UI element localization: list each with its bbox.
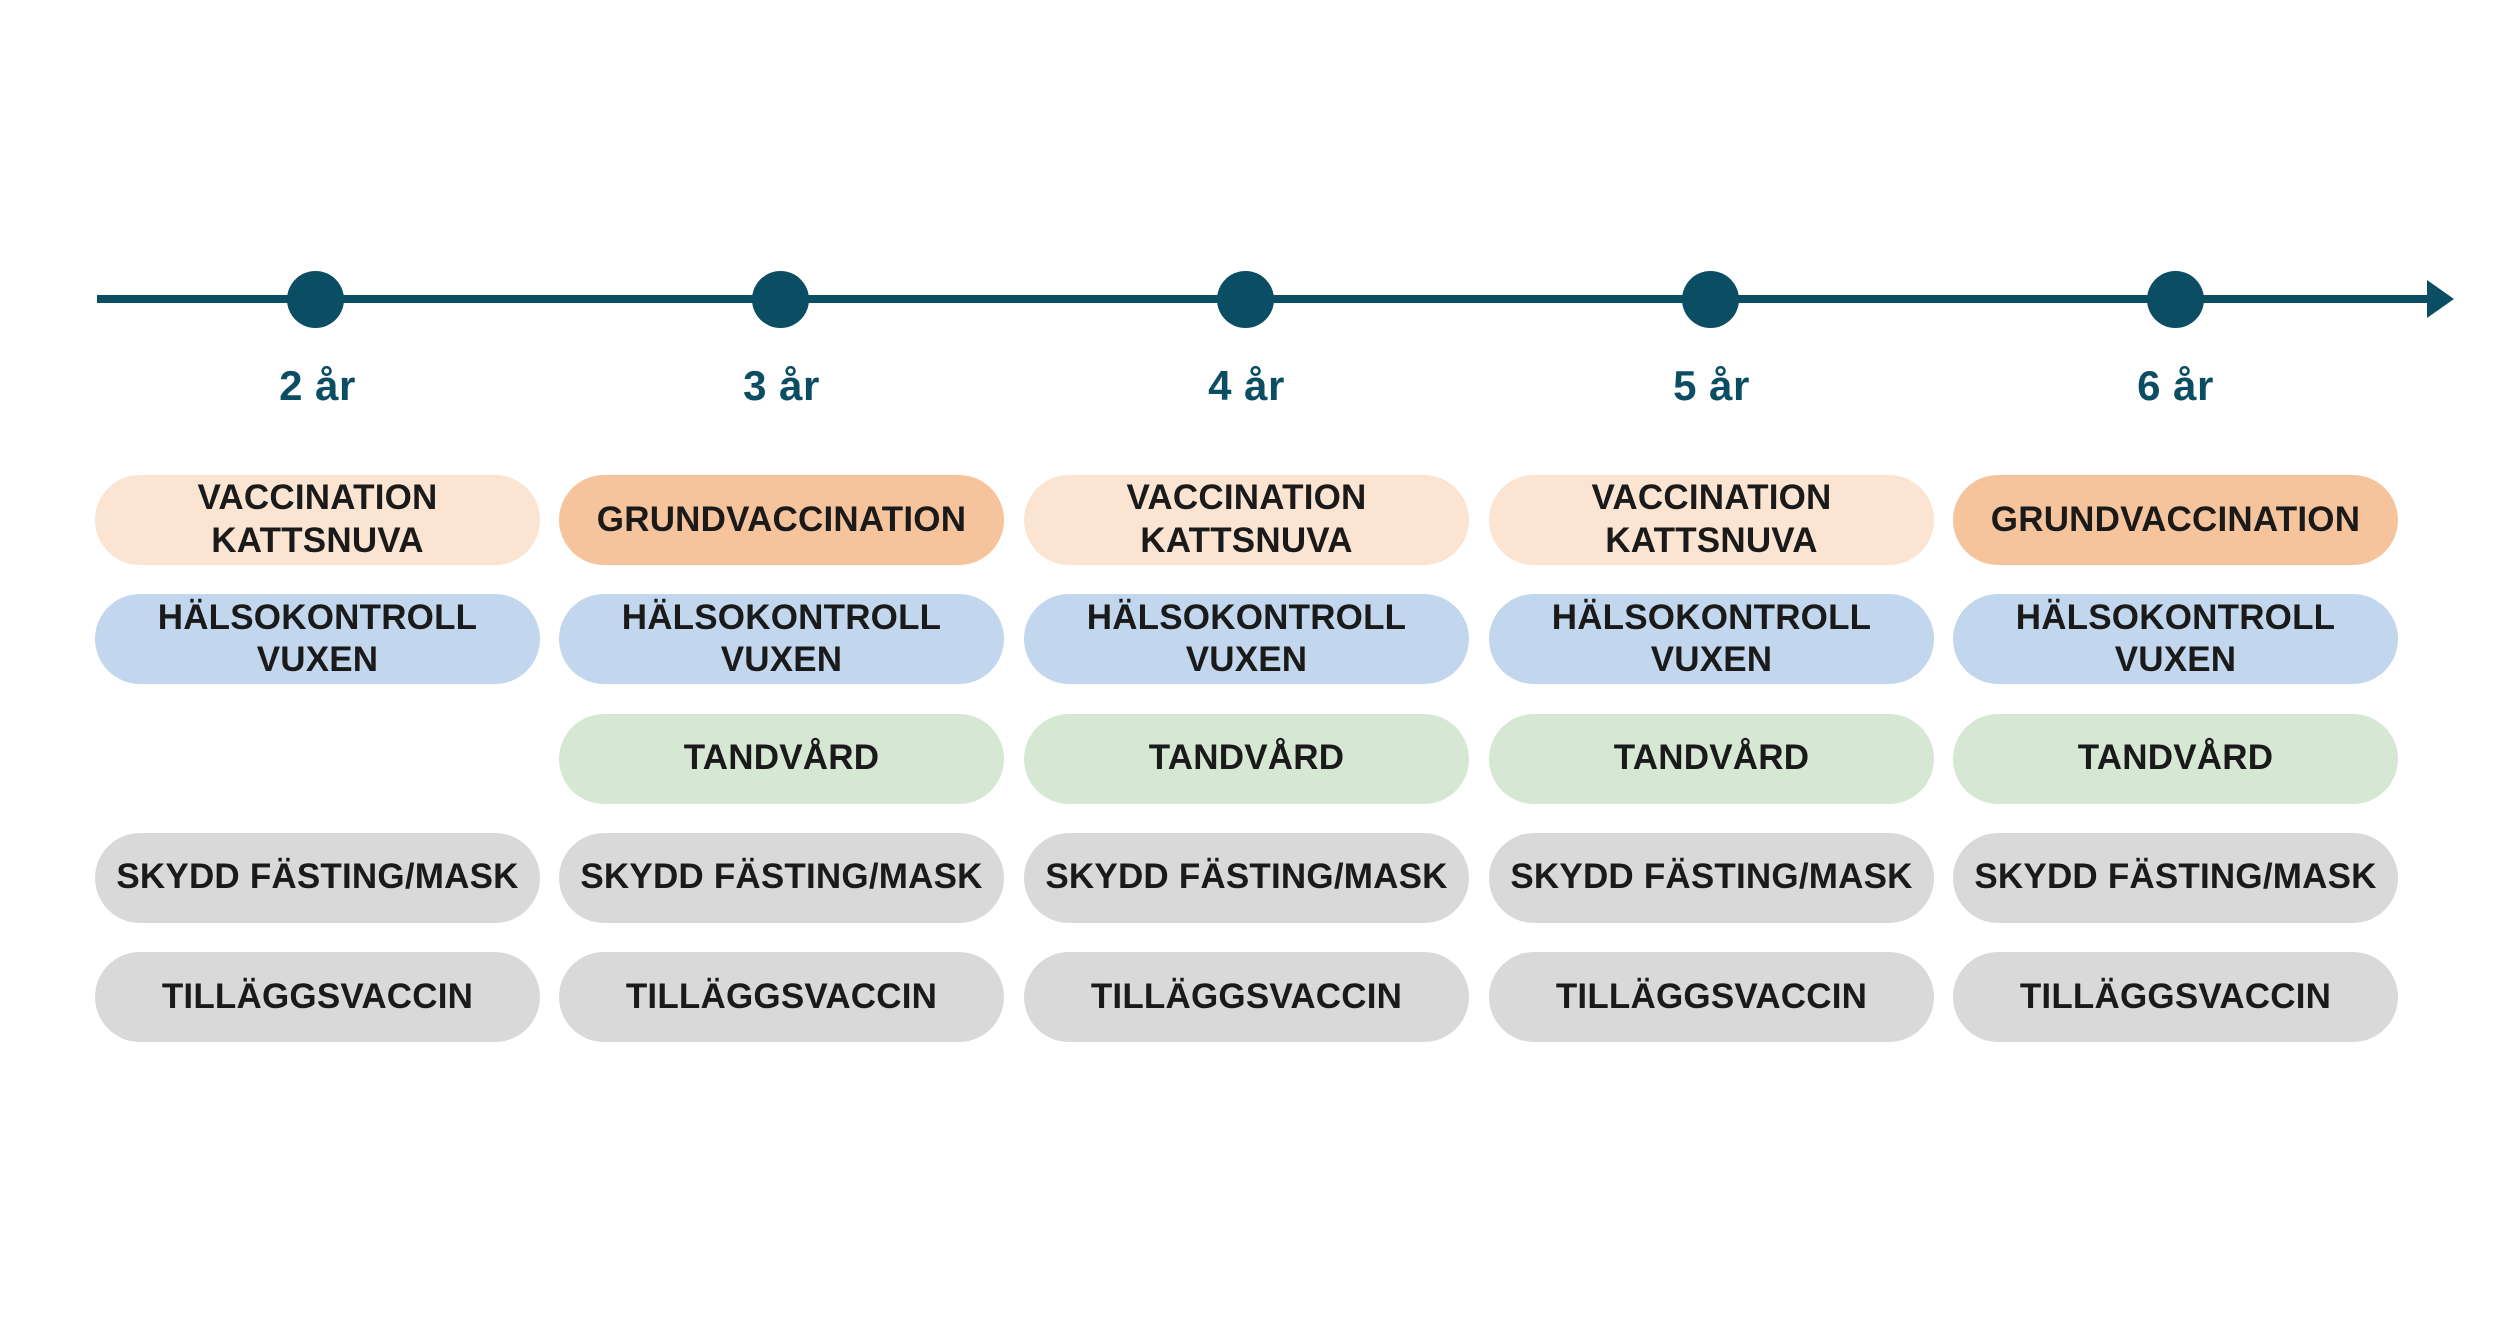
pill-tillaggsvaccin: TILLÄGGSVACCIN: [1489, 952, 1934, 1042]
year-column-2ar: VACCINATION KATTSNUVA HÄLSOKONTROLL VUXE…: [95, 475, 540, 1042]
year-label-2ar: 2 år: [279, 362, 356, 409]
pill-tillaggsvaccin: TILLÄGGSVACCIN: [1953, 952, 2398, 1042]
pill-vaccination-kattsnuva: VACCINATION KATTSNUVA: [1024, 475, 1469, 565]
pill-halsokontroll-vuxen: HÄLSOKONTROLL VUXEN: [559, 594, 1004, 685]
timeline-dot-4ar: [1217, 271, 1274, 328]
pill-vaccination-kattsnuva: VACCINATION KATTSNUVA: [95, 475, 540, 565]
year-column-5ar: VACCINATION KATTSNUVA HÄLSOKONTROLL VUXE…: [1489, 475, 1934, 1042]
pill-halsokontroll-vuxen: HÄLSOKONTROLL VUXEN: [1953, 594, 2398, 685]
year-label-5ar: 5 år: [1673, 362, 1750, 409]
pill-tandvard: TANDVÅRD: [1489, 713, 1934, 804]
timeline-dot-3ar: [752, 271, 809, 328]
year-label-4ar: 4 år: [1208, 362, 1285, 409]
timeline-dot-5ar: [1682, 271, 1739, 328]
pill-tandvard: TANDVÅRD: [1953, 713, 2398, 804]
year-label-6ar: 6 år: [2137, 362, 2214, 409]
pill-tillaggsvaccin: TILLÄGGSVACCIN: [1024, 952, 1469, 1042]
pill-skydd-fasting-mask: SKYDD FÄSTING/MASK: [559, 832, 1004, 923]
pill-skydd-fasting-mask: SKYDD FÄSTING/MASK: [1024, 832, 1469, 923]
pill-halsokontroll-vuxen: HÄLSOKONTROLL VUXEN: [1489, 594, 1934, 685]
pill-skydd-fasting-mask: SKYDD FÄSTING/MASK: [95, 832, 540, 923]
pill-tillaggsvaccin: TILLÄGGSVACCIN: [95, 952, 540, 1042]
pill-halsokontroll-vuxen: HÄLSOKONTROLL VUXEN: [95, 594, 540, 685]
year-column-3ar: GRUNDVACCINATION HÄLSOKONTROLL VUXEN TAN…: [559, 475, 1004, 1042]
pill-tillaggsvaccin: TILLÄGGSVACCIN: [559, 952, 1004, 1042]
pill-skydd-fasting-mask: SKYDD FÄSTING/MASK: [1953, 832, 2398, 923]
pill-tandvard: TANDVÅRD: [1024, 713, 1469, 804]
pill-grundvaccination: GRUNDVACCINATION: [559, 475, 1004, 565]
pill-tandvard: TANDVÅRD: [559, 713, 1004, 804]
pill-skydd-fasting-mask: SKYDD FÄSTING/MASK: [1489, 832, 1934, 923]
timeline-dot-6ar: [2147, 271, 2204, 328]
timeline-arrowhead-icon: [2427, 280, 2454, 318]
year-column-6ar: GRUNDVACCINATION HÄLSOKONTROLL VUXEN TAN…: [1953, 475, 2398, 1042]
year-column-4ar: VACCINATION KATTSNUVA HÄLSOKONTROLL VUXE…: [1024, 475, 1469, 1042]
year-label-3ar: 3 år: [743, 362, 820, 409]
pill-grundvaccination: GRUNDVACCINATION: [1953, 475, 2398, 565]
pill-halsokontroll-vuxen: HÄLSOKONTROLL VUXEN: [1024, 594, 1469, 685]
pill-vaccination-kattsnuva: VACCINATION KATTSNUVA: [1489, 475, 1934, 565]
timeline-dot-2ar: [287, 271, 344, 328]
empty-slot-tandvard: [95, 714, 540, 804]
